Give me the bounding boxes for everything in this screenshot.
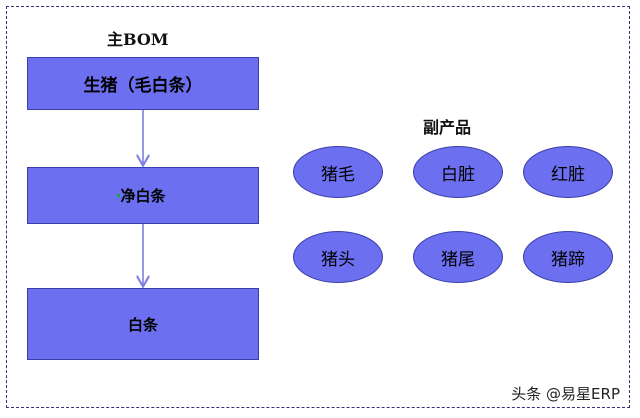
- byproduct-white-offal: 白脏: [413, 146, 503, 198]
- marker-dot: [117, 194, 120, 197]
- bom-step-clean-carcass: 净白条: [27, 167, 259, 224]
- bom-step-carcass: 白条: [27, 288, 259, 360]
- main-bom-title: 主BOM: [107, 30, 169, 49]
- watermark: 头条 @易星ERP: [511, 385, 620, 403]
- byproduct-pig-trotters: 猪蹄: [523, 231, 613, 283]
- byproduct-pig-tail: 猪尾: [413, 231, 503, 283]
- byproduct-pig-hair: 猪毛: [293, 146, 383, 198]
- byproduct-pig-head: 猪头: [293, 231, 383, 283]
- byproducts-title: 副产品: [423, 118, 472, 137]
- bom-step-live-pig: 生猪（毛白条）: [27, 57, 259, 110]
- byproduct-red-offal: 红脏: [523, 146, 613, 198]
- diagram-frame: [6, 6, 630, 408]
